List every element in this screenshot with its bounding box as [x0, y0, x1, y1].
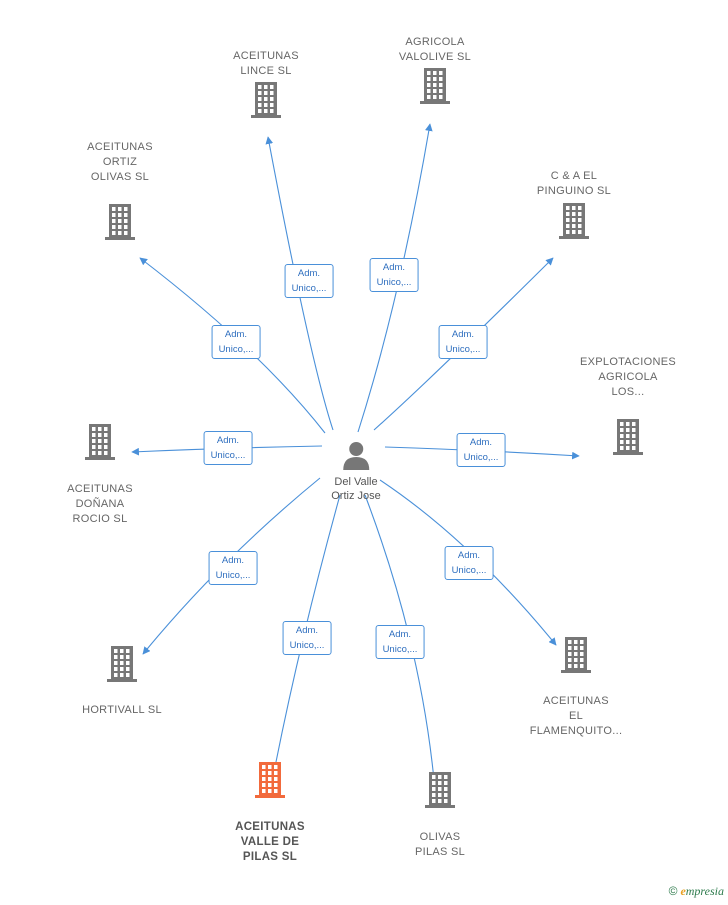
company-name-hortivall[interactable]: HORTIVALL SL — [82, 704, 162, 716]
building-icon — [251, 82, 281, 118]
brand-e: e — [680, 884, 686, 898]
role-badge-flamenquito[interactable]: Adm. Unico,... — [444, 546, 494, 580]
edge-lince — [265, 136, 334, 431]
role-badge-lince[interactable]: Adm. Unico,... — [284, 264, 334, 298]
company-node-valle[interactable] — [253, 762, 287, 798]
role-badge-olivas[interactable]: Adm. Unico,... — [375, 625, 425, 659]
company-name-valle[interactable]: ACEITUNAS VALLE DE PILAS SL — [235, 821, 305, 863]
role-badge-ortiz[interactable]: Adm. Unico,... — [211, 325, 261, 359]
company-node-lince[interactable] — [249, 82, 283, 118]
building-icon — [561, 637, 591, 673]
role-badge-hortivall[interactable]: Adm. Unico,... — [208, 551, 258, 585]
company-name-donana[interactable]: ACEITUNAS DOÑANA ROCIO SL — [67, 483, 133, 525]
building-icon — [425, 772, 455, 808]
company-name-explotaciones[interactable]: EXPLOTACIONES AGRICOLA LOS... — [580, 356, 676, 398]
company-node-flamenquito[interactable] — [559, 637, 593, 673]
company-node-explotaciones[interactable] — [611, 419, 645, 455]
building-icon — [105, 204, 135, 240]
edge-pinguino — [373, 257, 554, 431]
company-name-valolive[interactable]: AGRICOLA VALOLIVE SL — [398, 36, 472, 63]
company-node-valolive[interactable] — [418, 68, 452, 104]
building-icon — [107, 646, 137, 682]
role-badge-explotaciones[interactable]: Adm. Unico,... — [456, 433, 506, 467]
company-node-olivas[interactable] — [423, 772, 457, 808]
person-node[interactable]: Del Valle Ortiz Jose — [331, 440, 381, 503]
person-name: Del Valle Ortiz Jose — [331, 476, 381, 502]
company-name-ortiz[interactable]: ACEITUNAS ORTIZ OLIVAS SL — [87, 141, 153, 183]
company-node-pinguino[interactable] — [557, 203, 591, 239]
building-icon — [85, 424, 115, 460]
company-name-lince[interactable]: ACEITUNAS LINCE SL — [233, 50, 299, 77]
building-icon — [613, 419, 643, 455]
footer-brand: © empresia — [669, 884, 724, 899]
person-icon — [342, 442, 369, 470]
role-badge-valolive[interactable]: Adm. Unico,... — [369, 258, 419, 292]
company-name-olivas[interactable]: OLIVAS PILAS SL — [414, 831, 466, 858]
company-node-hortivall[interactable] — [105, 646, 139, 682]
company-name-flamenquito[interactable]: ACEITUNAS EL FLAMENQUITO... — [529, 695, 623, 737]
brand-text: mpresia — [685, 884, 724, 898]
company-node-donana[interactable] — [83, 424, 117, 460]
building-icon — [255, 762, 285, 798]
company-node-ortiz[interactable] — [103, 204, 137, 240]
building-icon — [420, 68, 450, 104]
copyright-symbol: © — [668, 884, 678, 898]
role-badge-pinguino[interactable]: Adm. Unico,... — [438, 325, 488, 359]
building-icon — [559, 203, 589, 239]
role-badge-valle[interactable]: Adm. Unico,... — [282, 621, 332, 655]
role-badge-donana[interactable]: Adm. Unico,... — [203, 431, 253, 465]
company-name-pinguino[interactable]: C & A EL PINGUINO SL — [536, 170, 612, 197]
